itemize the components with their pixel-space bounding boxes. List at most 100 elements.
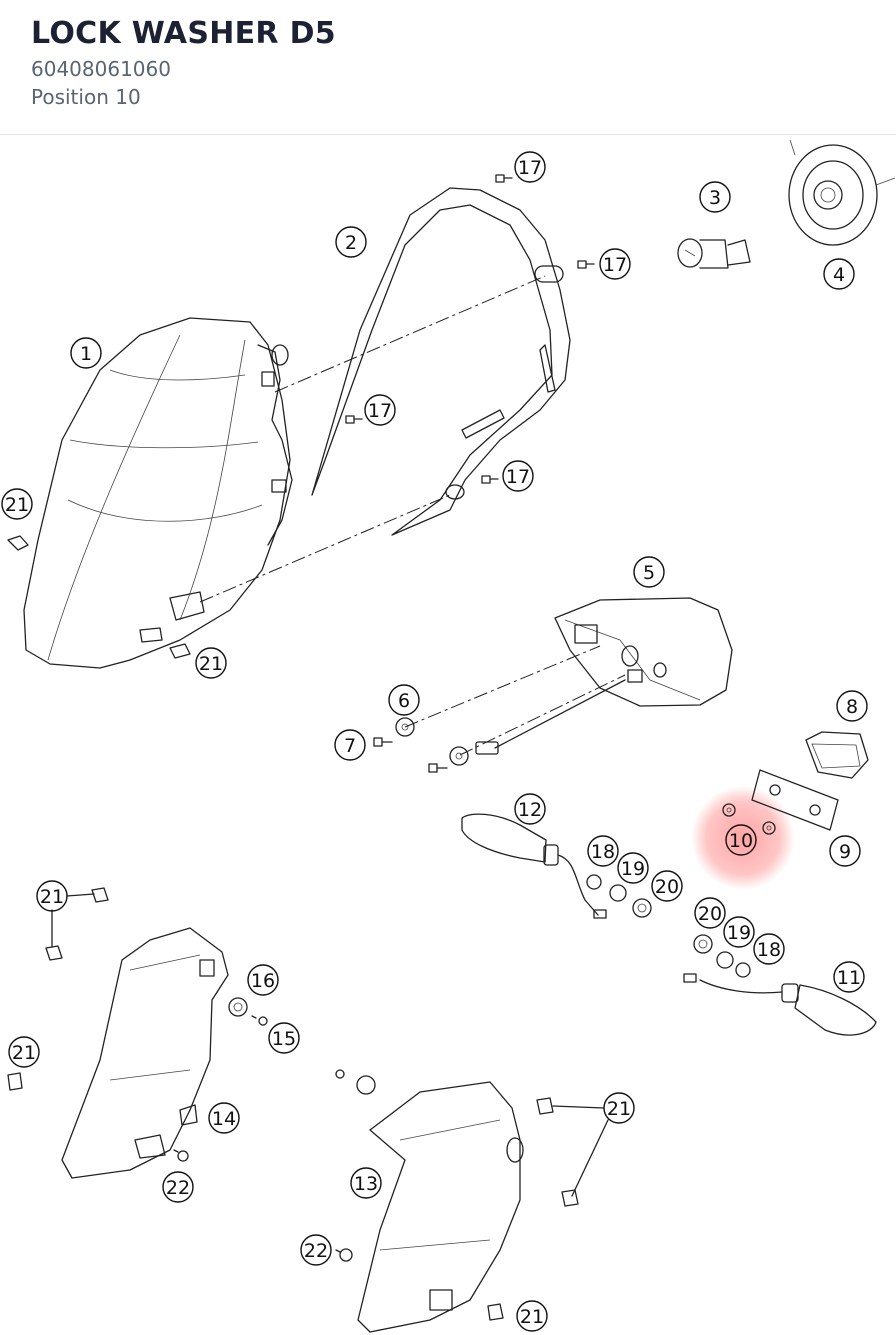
screw-17-middle[interactable]	[345, 415, 363, 424]
part-title: LOCK WASHER D5	[31, 16, 336, 51]
callout-circle	[268, 1022, 300, 1054]
callout-19[interactable]: 19	[617, 852, 649, 884]
callout-10[interactable]: 10	[725, 824, 757, 856]
callout-circle	[162, 1171, 194, 1203]
callout-18[interactable]: 18	[587, 835, 619, 867]
callout-17[interactable]: 17	[514, 151, 546, 183]
clip-21-parts[interactable]	[7, 535, 579, 1321]
screw-17-top[interactable]	[495, 174, 513, 183]
callout-20[interactable]: 20	[651, 870, 683, 902]
callout-circle	[587, 835, 619, 867]
screw-22-bottom[interactable]	[335, 1248, 353, 1262]
callout-18[interactable]: 18	[753, 933, 785, 965]
washer-6-part[interactable]	[395, 717, 469, 766]
callout-2[interactable]: 2	[335, 226, 367, 258]
callout-circle	[514, 793, 546, 825]
callout-label: 15	[272, 1028, 296, 1050]
callout-3[interactable]: 3	[699, 181, 731, 213]
part-header: LOCK WASHER D5 60408061060 Position 10	[0, 0, 896, 135]
callout-14[interactable]: 14	[208, 1102, 240, 1134]
callout-label: 4	[833, 264, 845, 286]
callout-21[interactable]: 21	[1, 488, 33, 520]
dust-cover-part[interactable]	[788, 139, 896, 246]
callout-circle	[823, 258, 855, 290]
callout-label: 22	[166, 1177, 190, 1199]
screw-15-part[interactable]	[251, 1015, 268, 1026]
indicator-13-part[interactable]	[357, 1081, 524, 1333]
callout-circle	[36, 880, 68, 912]
indicator-11-part[interactable]	[683, 973, 877, 1036]
callout-6[interactable]: 6	[388, 684, 420, 716]
callout-label: 10	[729, 830, 753, 852]
callout-15[interactable]: 15	[268, 1022, 300, 1054]
screw-7-part[interactable]	[373, 737, 448, 773]
screw-17-right[interactable]	[577, 260, 595, 269]
license-lamp-part[interactable]	[805, 731, 869, 779]
callout-circle	[694, 897, 726, 929]
callout-13[interactable]: 13	[350, 1167, 382, 1199]
nut-20-part[interactable]	[632, 898, 713, 954]
callout-21[interactable]: 21	[516, 1300, 548, 1332]
callout-21[interactable]: 21	[36, 880, 68, 912]
exploded-parts-diagram: 1234567891011121314151617171717181819192…	[1, 139, 896, 1333]
callout-circle	[651, 870, 683, 902]
callout-22[interactable]: 22	[162, 1171, 194, 1203]
callout-16[interactable]: 16	[247, 964, 279, 996]
callout-label: 22	[304, 1240, 328, 1262]
callout-12[interactable]: 12	[514, 793, 546, 825]
callout-1[interactable]: 1	[70, 337, 102, 369]
callout-17[interactable]: 17	[599, 248, 631, 280]
callout-label: 17	[368, 400, 392, 422]
callout-circle	[753, 933, 785, 965]
callout-circle	[829, 835, 861, 867]
bulb-part[interactable]	[677, 238, 751, 269]
indicator-12-part[interactable]	[461, 813, 607, 919]
callout-21[interactable]: 21	[603, 1092, 635, 1124]
callout-circle	[1, 488, 33, 520]
callout-21[interactable]: 21	[195, 647, 227, 679]
callout-circle	[335, 226, 367, 258]
callout-7[interactable]: 7	[334, 729, 366, 761]
callout-label: 7	[344, 735, 356, 757]
callout-label: 14	[212, 1108, 236, 1130]
callout-label: 8	[846, 696, 858, 718]
screw-22-left[interactable]	[173, 1149, 189, 1162]
callout-label: 13	[354, 1173, 378, 1195]
callout-label: 17	[518, 157, 542, 179]
bracket-plate-part[interactable]	[751, 769, 839, 831]
callout-5[interactable]: 5	[633, 556, 665, 588]
washer-18-part[interactable]	[586, 874, 751, 978]
callout-circle	[699, 181, 731, 213]
callout-4[interactable]: 4	[823, 258, 855, 290]
callout-circle	[195, 647, 227, 679]
callout-label: 11	[837, 967, 861, 989]
indicator-14-part[interactable]	[61, 927, 229, 1179]
callout-19[interactable]: 19	[723, 916, 755, 948]
callout-21[interactable]: 21	[8, 1036, 40, 1068]
callout-20[interactable]: 20	[694, 897, 726, 929]
callout-circle	[723, 916, 755, 948]
selected-part-highlight	[691, 786, 795, 890]
callout-label: 20	[655, 876, 679, 898]
callout-17[interactable]: 17	[502, 460, 534, 492]
bushing-13-part[interactable]	[335, 1069, 376, 1095]
tail-light-part[interactable]	[475, 597, 733, 755]
callout-8[interactable]: 8	[836, 690, 868, 722]
headlight-assembly-part[interactable]	[23, 317, 293, 669]
callout-9[interactable]: 9	[829, 835, 861, 867]
bushing-16-part[interactable]	[228, 997, 248, 1017]
callout-22[interactable]: 22	[300, 1234, 332, 1266]
callout-label: 3	[709, 187, 721, 209]
screw-17-lower[interactable]	[481, 475, 499, 484]
callout-label: 21	[5, 494, 29, 516]
washer-19-part[interactable]	[609, 884, 734, 969]
callout-label: 9	[839, 841, 851, 863]
callout-17[interactable]: 17	[364, 394, 396, 426]
callout-circle	[364, 394, 396, 426]
callout-label: 18	[757, 939, 781, 961]
callout-circle	[516, 1300, 548, 1332]
callout-circle	[633, 556, 665, 588]
lock-washer-10-part[interactable]	[722, 803, 776, 835]
headlight-frame-part[interactable]	[311, 187, 571, 536]
callout-11[interactable]: 11	[833, 961, 865, 993]
